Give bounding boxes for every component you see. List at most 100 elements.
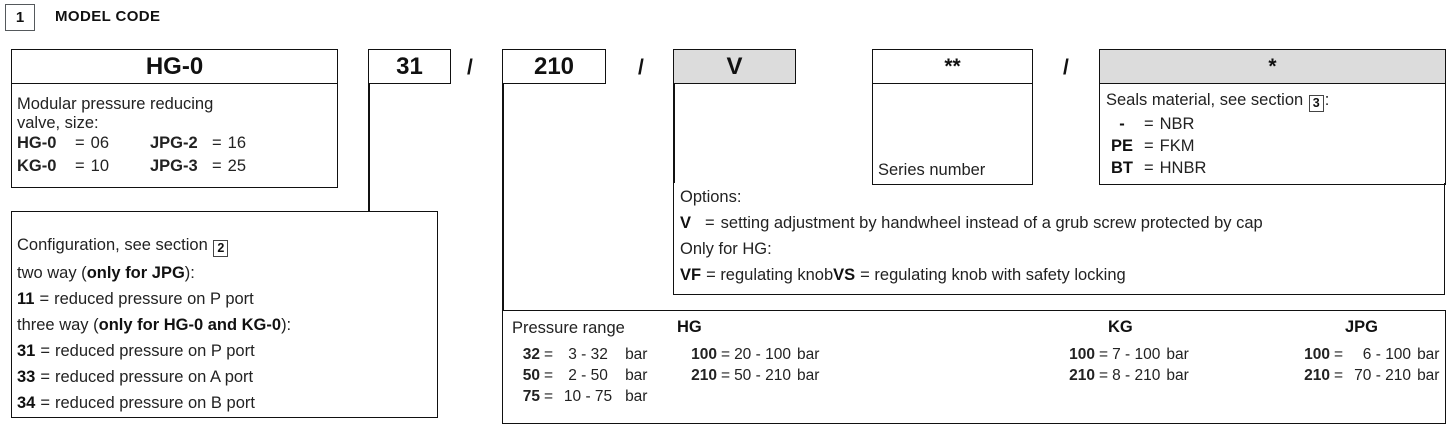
configuration-description-panel — [11, 211, 438, 418]
code-box-model-value: HG-0 — [145, 52, 204, 80]
pressure-code: 100 — [1304, 346, 1330, 363]
table-row: 100 = 20 - 100 bar — [677, 344, 819, 365]
config-code: 34 — [17, 394, 36, 412]
two-way-suffix: ): — [184, 264, 195, 282]
pressure-col-header: HG — [677, 318, 702, 336]
pressure-code: 32 — [522, 346, 540, 363]
options-title: Options: — [680, 188, 742, 206]
option-code-v: V — [680, 214, 692, 232]
pressure-value: 70 - 210 — [1354, 367, 1412, 384]
size-code: HG-0 — [17, 134, 57, 152]
table-row: 210 = 50 - 210 bar — [677, 365, 819, 386]
code-box-seals[interactable]: * — [1099, 49, 1446, 84]
code-box-series[interactable]: ** — [872, 49, 1033, 84]
pressure-eq: = — [1334, 367, 1344, 384]
three-way-prefix: three way ( — [17, 316, 99, 334]
table-row: 32 = 3 - 32 bar — [512, 344, 648, 365]
options-vf-vs-row: VF = regulating knob VS = regulating kno… — [680, 265, 1126, 286]
size-value: 06 — [90, 134, 109, 152]
pressure-eq: = — [721, 367, 731, 384]
pressure-unit: bar — [1417, 346, 1440, 363]
pressure-leader-line — [502, 84, 504, 310]
configuration-three-way-header: three way (only for HG-0 and KG-0): — [17, 315, 291, 336]
size-eq: = — [75, 157, 85, 175]
pressure-value: 2 - 50 — [568, 367, 608, 384]
pressure-value: 6 - 100 — [1362, 346, 1412, 363]
seal-eq: = — [1144, 159, 1154, 177]
pressure-col-jpg: JPG — [1345, 318, 1378, 337]
table-row: 100 = 6 - 100 bar — [1290, 344, 1439, 365]
model-intro-line2: valve, size: — [17, 114, 99, 132]
config-eq: = — [39, 290, 50, 308]
pressure-code: 100 — [691, 346, 717, 363]
pressure-eq: = — [544, 388, 554, 405]
model-description-panel — [11, 84, 338, 188]
options-v-row: V = setting adjustment by handwheel inst… — [680, 213, 1263, 234]
two-way-prefix: two way ( — [17, 264, 87, 282]
pressure-unit: bar — [625, 346, 648, 363]
series-number-label: Series number — [878, 161, 986, 179]
config-code: 31 — [17, 342, 36, 360]
two-way-bold: only for JPG — [86, 264, 185, 282]
seal-code: BT — [1111, 159, 1133, 177]
pressure-eq: = — [544, 346, 554, 363]
list-item: 34 = reduced pressure on B port — [17, 393, 255, 414]
pressure-eq: = — [1099, 346, 1109, 363]
pressure-unit: bar — [1166, 346, 1189, 363]
table-row: KG-0 = 10 JPG-3 = 25 — [17, 156, 246, 177]
size-value-2: 16 — [227, 134, 246, 152]
configuration-panel-top-left — [11, 211, 369, 213]
pressure-panel-top-edge — [503, 310, 1446, 312]
table-row: HG-0 = 06 JPG-2 = 16 — [17, 133, 246, 154]
pressure-code: 100 — [1069, 346, 1095, 363]
pressure-table-hg-high: 100 = 20 - 100 bar 210 = 50 - 210 bar — [677, 344, 819, 386]
pressure-col-header: JPG — [1345, 318, 1379, 336]
code-box-pressure[interactable]: 210 — [502, 49, 606, 84]
seals-intro: Seals material, see section 3: — [1106, 90, 1329, 112]
code-box-series-value: ** — [944, 54, 961, 78]
config-code: 33 — [17, 368, 36, 386]
pressure-eq: = — [1099, 367, 1109, 384]
series-description-panel — [872, 84, 1033, 185]
model-size-table: HG-0 = 06 JPG-2 = 16 KG-0 = 10 JPG-3 = 2… — [17, 133, 246, 178]
model-intro-line1: Modular pressure reducing — [17, 95, 214, 113]
code-box-options-value: V — [726, 52, 743, 80]
option-v-text: setting adjustment by handwheel instead … — [720, 214, 1263, 232]
config-value: reduced pressure on P port — [54, 290, 254, 308]
seal-eq: = — [1144, 115, 1154, 133]
options-leader-line — [673, 84, 675, 183]
option-code-vf: VF — [680, 266, 702, 284]
page-title: MODEL CODE — [55, 8, 161, 25]
pressure-code: 210 — [1069, 367, 1095, 384]
seals-description-panel — [1099, 84, 1446, 185]
seal-eq: = — [1144, 137, 1154, 155]
configuration-intro: Configuration, see section 2 — [17, 235, 229, 257]
seal-value: HNBR — [1159, 159, 1207, 177]
seal-value: FKM — [1159, 137, 1195, 155]
pressure-eq: = — [1334, 346, 1344, 363]
seal-code: - — [1119, 115, 1125, 133]
config-value: reduced pressure on B port — [55, 394, 255, 412]
pressure-unit: bar — [625, 367, 648, 384]
pressure-unit: bar — [625, 388, 648, 405]
list-item: - = NBR — [1106, 114, 1194, 135]
config-value: reduced pressure on A port — [55, 368, 254, 386]
pressure-range-label: Pressure range — [512, 319, 625, 337]
options-only-for-hg: Only for HG: — [680, 240, 772, 258]
separator-slash-1: / — [467, 56, 473, 79]
size-eq-2: = — [212, 134, 222, 152]
pressure-unit: bar — [1166, 367, 1189, 384]
code-box-options[interactable]: V — [673, 49, 796, 84]
list-item: PE = FKM — [1106, 136, 1195, 157]
pressure-col-header: KG — [1108, 318, 1133, 336]
pressure-table-kg: 100 = 7 - 100 bar 210 = 8 - 210 bar — [1055, 344, 1189, 386]
pressure-value: 7 - 100 — [1112, 346, 1161, 363]
pressure-code: 75 — [522, 388, 540, 405]
code-box-configuration[interactable]: 31 — [368, 49, 451, 84]
code-box-model[interactable]: HG-0 — [11, 49, 338, 84]
separator-slash-3: / — [1063, 56, 1069, 79]
pressure-col-hg: HG — [677, 318, 702, 337]
table-row: 100 = 7 - 100 bar — [1055, 344, 1189, 365]
section-number-badge: 1 — [5, 4, 35, 31]
pressure-value: 8 - 210 — [1112, 367, 1161, 384]
